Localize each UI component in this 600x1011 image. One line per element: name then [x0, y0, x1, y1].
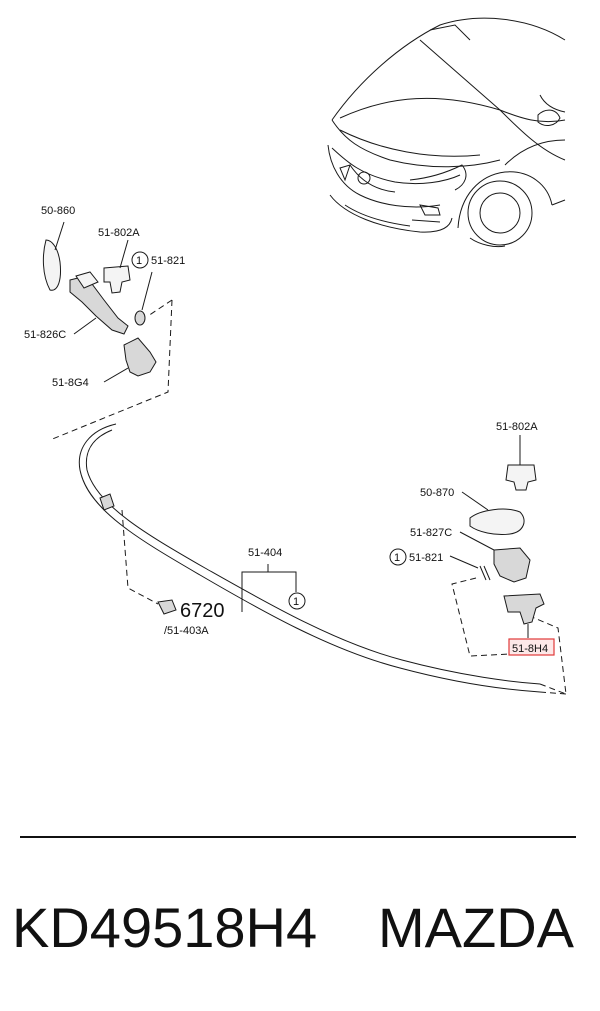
label-51-8g4: 51-8G4 [52, 377, 89, 389]
label-51-826c: 51-826C [24, 329, 66, 341]
washer-nozzle-left [69, 275, 129, 335]
hose-line-outer [78, 423, 541, 693]
ref-number: 1 [136, 255, 142, 267]
label-51-404: 51-404 [248, 547, 282, 559]
hose-joint [99, 493, 115, 511]
part-number-caption: KD49518H4 [12, 896, 318, 959]
label-51-827c: 51-827C [410, 527, 452, 539]
label-51-802a-left: 51-802A [98, 227, 140, 239]
bracket-left [103, 265, 131, 294]
nozzle-holder-right [503, 593, 545, 625]
label-51-802a-right: 51-802A [496, 421, 538, 433]
left-nozzle-assembly [42, 221, 173, 441]
ref-number: 1 [293, 596, 299, 608]
label-50-860: 50-860 [41, 205, 75, 217]
hose-line-inner [85, 429, 541, 685]
label-6720: 6720 [180, 600, 225, 622]
label-51-821-right: 51-821 [409, 552, 443, 564]
ref-number: 1 [394, 552, 400, 564]
label-50-870: 50-870 [420, 487, 454, 499]
highlight-box-51-8h4 [508, 638, 555, 656]
bracket-right [505, 464, 537, 491]
nozzle-cover-left [42, 239, 61, 291]
washer-nozzle-right [493, 547, 531, 583]
brand-caption: MAZDA [378, 896, 574, 959]
label-51-8h4: 51-8H4 [512, 643, 548, 655]
o-ring-left [134, 310, 146, 326]
nozzle-cover-right [469, 508, 525, 535]
callout-labels: 50-860 51-802A 1 51-821 51-826C 51-8G4 5… [24, 205, 555, 656]
ref-circle-1-left [131, 251, 149, 269]
label-51-403a: /51-403A [164, 625, 209, 637]
nozzle-holder-left [123, 337, 157, 377]
washer-hose [78, 423, 567, 695]
right-nozzle-assembly [449, 435, 545, 657]
ref-circle-1-right [389, 548, 407, 566]
vehicle-illustration [327, 17, 566, 248]
label-51-821-left: 51-821 [151, 255, 185, 267]
ref-circle-1-hose [288, 592, 306, 610]
hose-clip [157, 599, 177, 615]
